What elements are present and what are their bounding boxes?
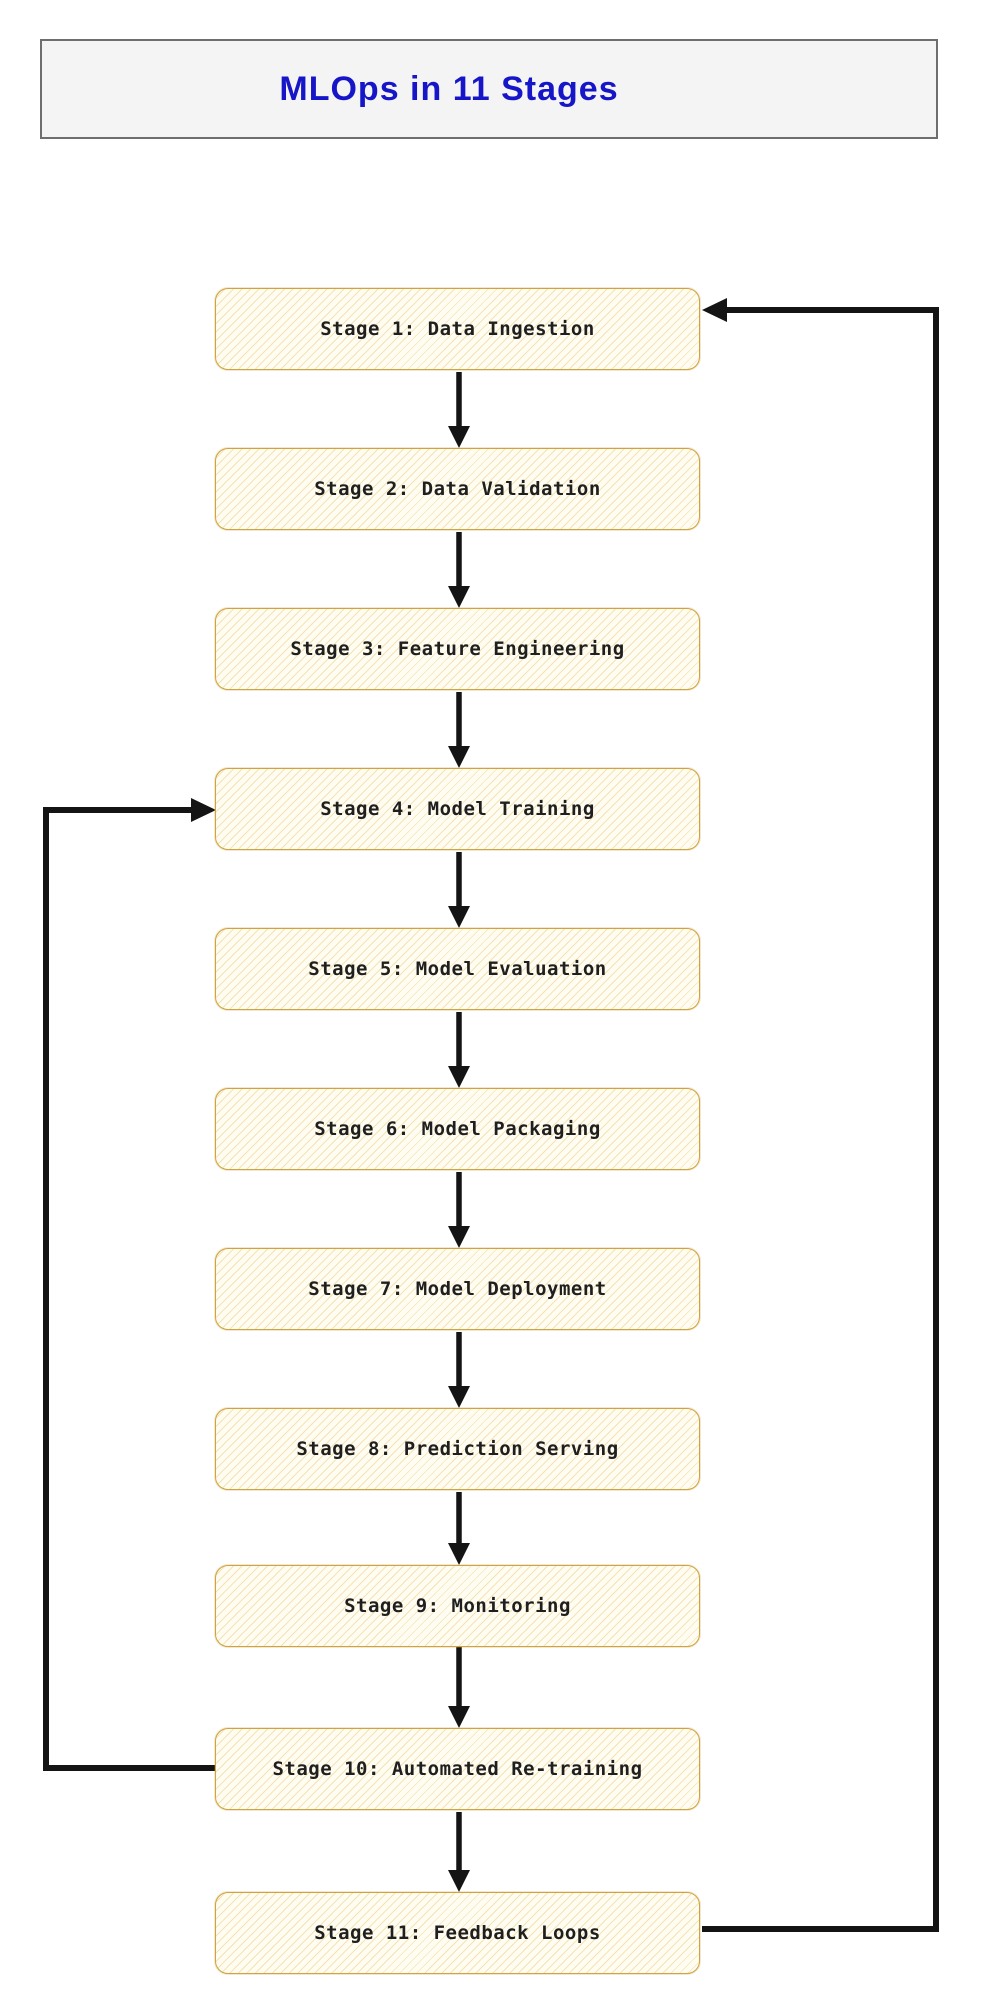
arrow-stage3-stage4 [448, 692, 470, 768]
arrow-stage4-stage5 [448, 852, 470, 928]
stage-label: Stage 11: Feedback Loops [314, 1922, 601, 1944]
stage-box-5: Stage 5: Model Evaluation [215, 928, 700, 1010]
arrow-stage6-stage7 [448, 1172, 470, 1248]
stage-box-9: Stage 9: Monitoring [215, 1565, 700, 1647]
feedback-loop-left [43, 798, 217, 1771]
stage-label: Stage 5: Model Evaluation [308, 958, 607, 980]
stage-label: Stage 9: Monitoring [344, 1595, 571, 1617]
arrow-stage7-stage8 [448, 1332, 470, 1408]
stage-label: Stage 2: Data Validation [314, 478, 601, 500]
stage-box-1: Stage 1: Data Ingestion [215, 288, 700, 370]
stage-box-10: Stage 10: Automated Re-training [215, 1728, 700, 1810]
diagram-title: MLOps in 11 Stages [279, 69, 619, 108]
arrow-stage10-stage11 [448, 1812, 470, 1892]
stage-label: Stage 1: Data Ingestion [320, 318, 595, 340]
stage-label: Stage 3: Feature Engineering [290, 638, 625, 660]
arrow-stage2-stage3 [448, 532, 470, 608]
arrow-stage5-stage6 [448, 1012, 470, 1088]
stage-label: Stage 4: Model Training [320, 798, 595, 820]
stage-box-8: Stage 8: Prediction Serving [215, 1408, 700, 1490]
stage-label: Stage 6: Model Packaging [314, 1118, 601, 1140]
stage-label: Stage 7: Model Deployment [308, 1278, 607, 1300]
feedback-loop-right [702, 298, 939, 1932]
stage-box-11: Stage 11: Feedback Loops [215, 1892, 700, 1974]
stage-box-3: Stage 3: Feature Engineering [215, 608, 700, 690]
stage-box-4: Stage 4: Model Training [215, 768, 700, 850]
arrow-stage8-stage9 [448, 1492, 470, 1565]
stage-box-2: Stage 2: Data Validation [215, 448, 700, 530]
stage-box-6: Stage 6: Model Packaging [215, 1088, 700, 1170]
arrow-stage1-stage2 [448, 372, 470, 448]
stage-label: Stage 10: Automated Re-training [272, 1758, 643, 1780]
diagram-title-box: MLOps in 11 Stages [40, 39, 938, 139]
arrow-stage9-stage10 [448, 1646, 470, 1728]
stage-box-7: Stage 7: Model Deployment [215, 1248, 700, 1330]
stage-label: Stage 8: Prediction Serving [296, 1438, 619, 1460]
